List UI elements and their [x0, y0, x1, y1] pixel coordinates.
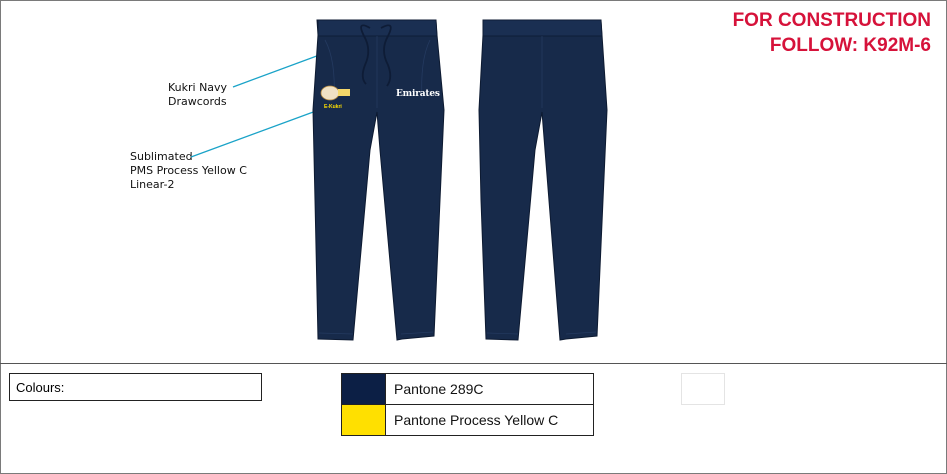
construction-note-line1: FOR CONSTRUCTION — [732, 10, 931, 31]
garment-drawing — [190, 19, 608, 341]
swatch-row: Pantone Process Yellow C — [342, 404, 593, 435]
sublimated-leader-line — [190, 110, 317, 158]
sublimated-callout-line3: Linear-2 — [130, 178, 175, 191]
section-divider — [0, 363, 947, 364]
drawcords-callout: Kukri Navy Drawcords — [168, 81, 227, 109]
empty-swatch-box — [681, 373, 725, 405]
sublimated-callout-line2: PMS Process Yellow C — [130, 164, 247, 177]
sublimated-callout: Sublimated PMS Process Yellow C Linear-2 — [130, 150, 247, 192]
crest-tag: E-Kukri — [324, 104, 342, 110]
construction-note-line2: FOLLOW: K92M-6 — [769, 35, 931, 56]
drawcords-callout-line1: Kukri Navy — [168, 81, 228, 94]
sublimated-callout-line1: Sublimated — [130, 150, 193, 163]
swatch-label: Pantone Process Yellow C — [394, 412, 559, 428]
team-crest-icon — [320, 85, 350, 101]
swatch-label: Pantone 289C — [394, 381, 484, 397]
colours-label-box: Colours: — [9, 373, 262, 401]
construction-note: FOR CONSTRUCTION FOLLOW: K92M-6 — [733, 8, 931, 58]
swatch-row: Pantone 289C — [342, 374, 593, 404]
colours-label: Colours: — [16, 380, 65, 395]
sponsor-logo: Emirates — [396, 89, 440, 99]
drawcords-callout-line2: Drawcords — [168, 95, 227, 108]
yellow-swatch — [342, 405, 386, 435]
navy-swatch — [342, 374, 386, 404]
back-pants — [478, 19, 608, 341]
colour-swatch-table: Pantone 289C Pantone Process Yellow C — [341, 373, 594, 436]
front-pants — [312, 19, 445, 341]
